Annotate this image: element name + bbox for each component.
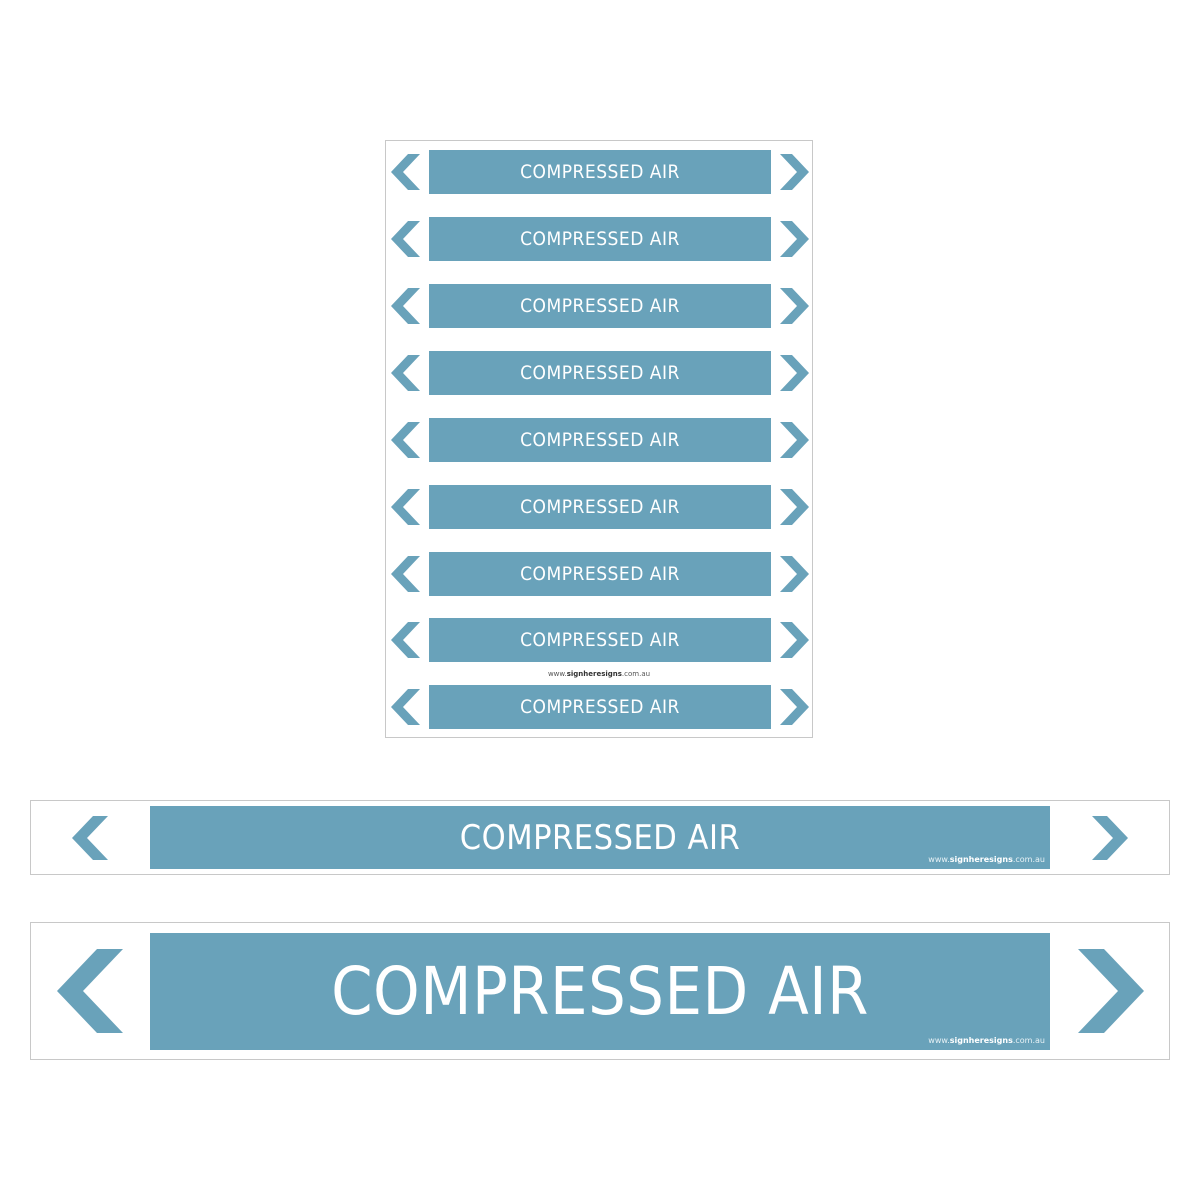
sheet-label-text: COMPRESSED AIR (429, 685, 771, 729)
sheet-label-text: COMPRESSED AIR (429, 217, 771, 261)
sheet-label-row: COMPRESSED AIR (386, 150, 812, 194)
website-url: www.signheresigns.com.au (547, 670, 651, 678)
sheet-label-text: COMPRESSED AIR (429, 150, 771, 194)
chevron-left-icon (390, 689, 422, 725)
chevron-right-icon (778, 422, 810, 458)
sheet-label-row: COMPRESSED AIR (386, 217, 812, 261)
pipe-marker-label: COMPRESSED AIR www.signheresigns.com.au (150, 806, 1050, 869)
pipe-marker-text: COMPRESSED AIR (459, 817, 741, 858)
chevron-left-icon (71, 816, 109, 860)
chevron-right-icon (778, 221, 810, 257)
sheet-label-row: COMPRESSED AIR (386, 284, 812, 328)
chevron-right-icon (1076, 949, 1146, 1033)
sheet-label-text: COMPRESSED AIR (429, 552, 771, 596)
pipe-marker-large: COMPRESSED AIR www.signheresigns.com.au (30, 922, 1170, 1060)
chevron-left-icon (55, 949, 125, 1033)
website-url: www.signheresigns.com.au (928, 855, 1045, 864)
sheet-label-row: COMPRESSED AIR (386, 685, 812, 729)
website-url: www.signheresigns.com.au (928, 1036, 1045, 1045)
sheet-label-text: COMPRESSED AIR (429, 284, 771, 328)
chevron-left-icon (390, 422, 422, 458)
chevron-right-icon (778, 489, 810, 525)
chevron-left-icon (390, 556, 422, 592)
sheet-label-text: COMPRESSED AIR (429, 618, 771, 662)
sheet-label-row: COMPRESSED AIR (386, 351, 812, 395)
chevron-left-icon (390, 288, 422, 324)
chevron-right-icon (778, 556, 810, 592)
chevron-left-icon (390, 622, 422, 658)
chevron-right-icon (1091, 816, 1129, 860)
sheet-label-row: COMPRESSED AIR (386, 618, 812, 662)
chevron-right-icon (778, 154, 810, 190)
chevron-right-icon (778, 355, 810, 391)
label-sheet: COMPRESSED AIR COMPRESSED AIR COMPRESSED… (385, 140, 813, 738)
chevron-right-icon (778, 622, 810, 658)
sheet-label-row: COMPRESSED AIR (386, 552, 812, 596)
sheet-label-text: COMPRESSED AIR (429, 485, 771, 529)
pipe-marker-text: COMPRESSED AIR (331, 953, 869, 1030)
chevron-right-icon (778, 689, 810, 725)
chevron-left-icon (390, 221, 422, 257)
sheet-label-row: COMPRESSED AIR (386, 418, 812, 462)
sheet-label-text: COMPRESSED AIR (429, 351, 771, 395)
chevron-left-icon (390, 489, 422, 525)
sheet-label-row: COMPRESSED AIR (386, 485, 812, 529)
chevron-right-icon (778, 288, 810, 324)
chevron-left-icon (390, 355, 422, 391)
chevron-left-icon (390, 154, 422, 190)
pipe-marker-medium: COMPRESSED AIR www.signheresigns.com.au (30, 800, 1170, 875)
pipe-marker-label: COMPRESSED AIR www.signheresigns.com.au (150, 933, 1050, 1050)
sheet-label-text: COMPRESSED AIR (429, 418, 771, 462)
